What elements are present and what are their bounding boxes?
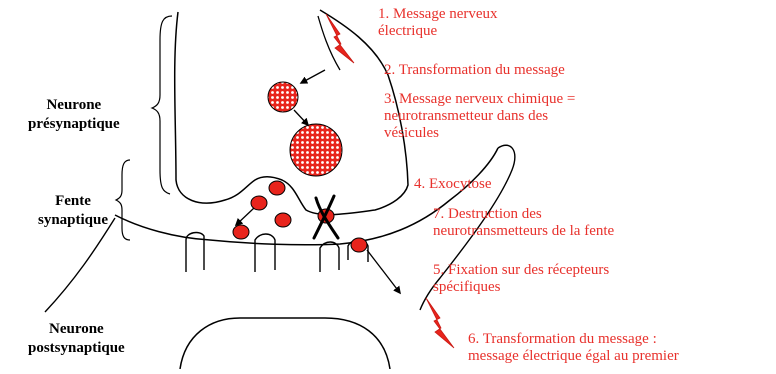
label-postsynaptic: Neurone postsynaptique [28,320,125,358]
receptor-2 [255,234,275,272]
step-3-line1: 3. Message nerveux chimique = [384,91,575,108]
label-presynaptic-line1: Neurone [28,96,120,115]
step-5: 5. Fixation sur des récepteurs spécifiqu… [433,262,609,296]
step-5-line2: spécifiques [433,279,609,296]
step-4: 4. Exocytose [414,176,491,193]
step-2-line1: 2. Transformation du message [384,62,565,79]
cleft-brace [116,160,130,240]
step-3: 3. Message nerveux chimique = neurotrans… [384,91,575,142]
step-6-line1: 6. Transformation du message : [468,331,679,348]
step-1-line2: électrique [378,23,498,40]
vesicle-small [268,82,298,112]
step-7-line2: neurotransmetteurs de la fente [433,223,614,240]
arrow-vesicle-grow [294,110,308,125]
step-4-line1: 4. Exocytose [414,176,491,193]
neurotransmitter-dot [269,181,285,195]
step-6-line2: message électrique égal au premier [468,348,679,365]
vesicle-large [290,124,342,176]
neurotransmitter-dot [351,238,367,252]
neurotransmitter-dot [275,213,291,227]
step-5-line1: 5. Fixation sur des récepteurs [433,262,609,279]
arrow-release [236,208,254,225]
step-1-line1: 1. Message nerveux [378,6,498,23]
presynaptic-membrane [175,10,408,215]
label-cleft: Fente synaptique [38,192,108,230]
step-3-line2: neurotransmetteur dans des [384,108,575,125]
lightning-icon-postsynaptic [426,298,454,348]
label-cleft-line1: Fente [38,192,108,211]
step-7: 7. Destruction des neurotransmetteurs de… [433,206,614,240]
label-presynaptic: Neurone présynaptique [28,96,120,134]
left-dendrite [45,218,115,312]
label-presynaptic-line2: présynaptique [28,115,120,134]
label-postsynaptic-line2: postsynaptique [28,339,125,358]
step-1: 1. Message nerveux électrique [378,6,498,40]
label-cleft-line2: synaptique [38,211,108,230]
lightning-icon-presynaptic [326,14,354,63]
step-6: 6. Transformation du message : message é… [468,331,679,365]
receptor-3 [320,242,339,272]
step-2: 2. Transformation du message [384,62,565,79]
arrow-to-vesicle [301,70,325,83]
presynaptic-brace [152,16,172,194]
arrow-fixation [367,250,400,293]
step-3-line3: vésicules [384,125,575,142]
step-7-line1: 7. Destruction des [433,206,614,223]
presynaptic-axon-inner [318,16,340,70]
label-postsynaptic-line1: Neurone [28,320,125,339]
neurotransmitter-dot [233,225,249,239]
postsynaptic-body [180,318,390,369]
